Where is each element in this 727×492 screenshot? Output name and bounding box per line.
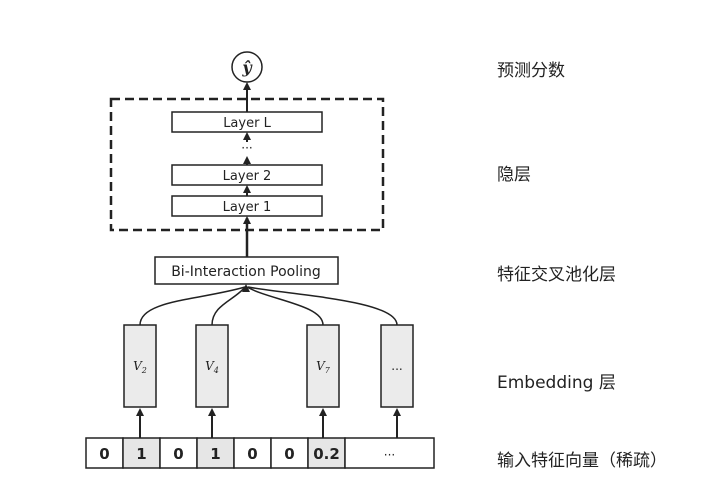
input-cell-value-4: 0 xyxy=(247,445,257,463)
label-input: 输入特征向量（稀疏） xyxy=(497,451,667,471)
embedding-v2-box xyxy=(123,324,157,408)
layer-1-label: Layer 1 xyxy=(223,200,272,215)
label-prediction: 预测分数 xyxy=(497,61,565,81)
embedding-dots-box xyxy=(380,324,414,408)
input-cell-2 xyxy=(159,437,198,469)
output-symbol: ŷ xyxy=(241,58,253,77)
embedding-v4-label: V4 xyxy=(205,359,219,375)
input-cell-value-6: 0.2 xyxy=(313,445,340,463)
embedding-v2-label: V2 xyxy=(133,359,147,375)
label-pooling: 特征交叉池化层 xyxy=(497,265,616,285)
pooling-box xyxy=(154,256,339,285)
curve-v7-to-pooling xyxy=(246,286,324,326)
embedding-v7-label: V7 xyxy=(316,359,331,375)
embedding-v4-box xyxy=(195,324,229,408)
input-cell-value-1: 1 xyxy=(136,445,146,463)
label-hidden: 隐层 xyxy=(497,165,531,185)
embedding-v7-box xyxy=(306,324,340,408)
input-cell-value-0: 0 xyxy=(99,445,109,463)
curve-dots-to-pooling xyxy=(247,286,398,326)
embedding-dots-label: ... xyxy=(391,359,402,373)
input-cell-value-7: ··· xyxy=(384,448,395,462)
input-cell-value-3: 1 xyxy=(210,445,220,463)
input-cell-5 xyxy=(270,437,309,469)
input-vector: 0 1 0 1 0 0 0.2 ··· xyxy=(85,437,435,469)
input-cell-value-2: 0 xyxy=(173,445,183,463)
input-cell-value-5: 0 xyxy=(284,445,294,463)
layer-l-label: Layer L xyxy=(223,116,271,131)
pooling-label: Bi-Interaction Pooling xyxy=(171,264,321,280)
input-cell-7 xyxy=(344,437,435,469)
input-cell-4 xyxy=(233,437,272,469)
label-embedding: Embedding 层 xyxy=(497,373,616,393)
layer-ellipsis: ··· xyxy=(241,141,252,155)
curve-v2-to-pooling xyxy=(139,286,246,326)
input-cell-0 xyxy=(85,437,124,469)
layer-2-label: Layer 2 xyxy=(223,169,272,184)
